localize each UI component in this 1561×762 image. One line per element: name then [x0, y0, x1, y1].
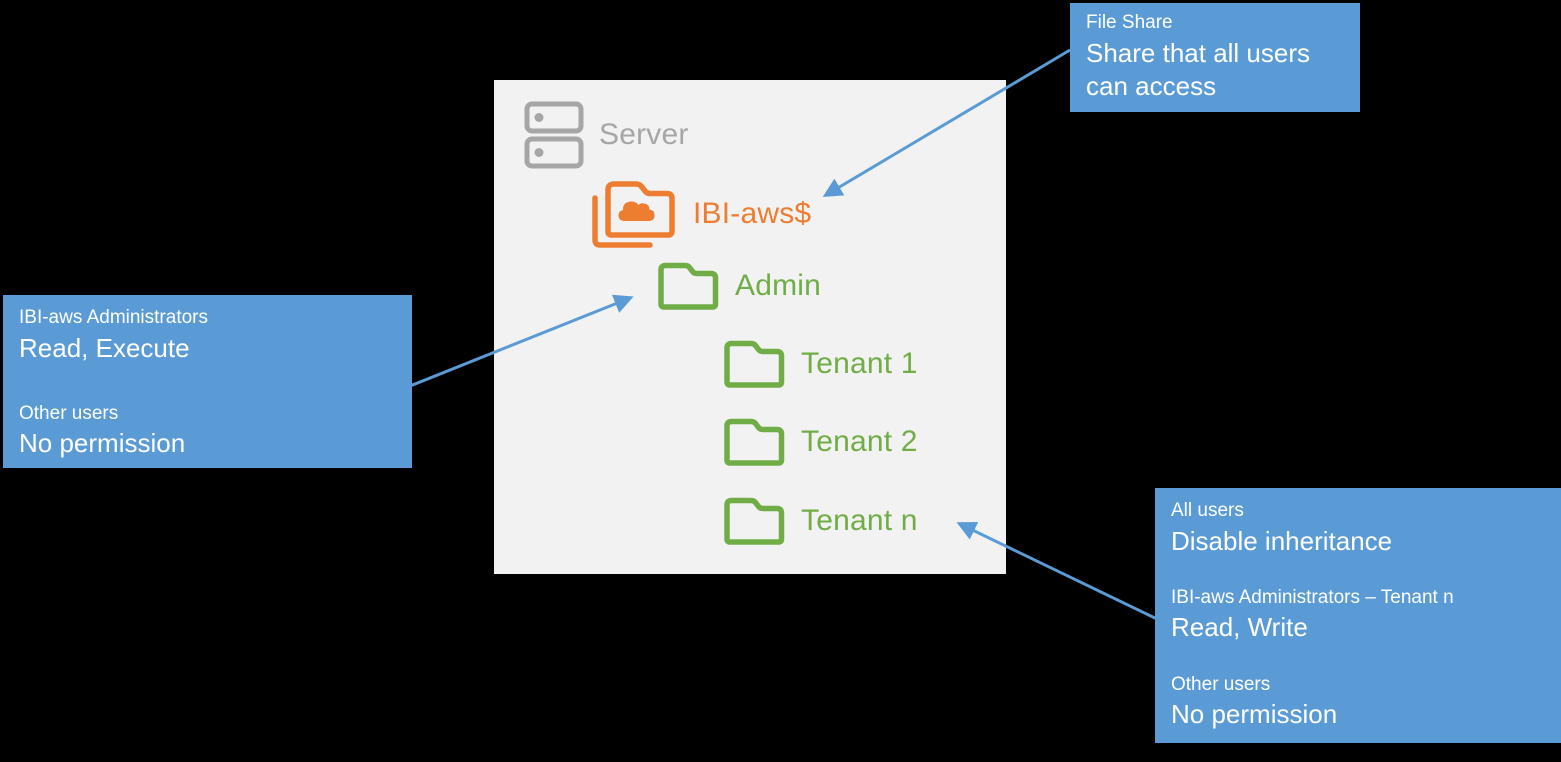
group-name: IBI-aws Administrators – Tenant n [1171, 586, 1454, 608]
group-permission: Read, Execute [19, 332, 190, 363]
permission-group: IBI-aws Administrators Read, Execute [19, 305, 402, 365]
group-permission: Read, Write [1171, 612, 1308, 643]
permission-group: All users Disable inheritance [1171, 498, 1551, 558]
permission-group: Other users No permission [19, 401, 402, 461]
group-name: Other users [19, 402, 119, 424]
tree-item-tenant-1: Tenant 1 [722, 338, 918, 390]
tree-item-ibi-aws-share: IBI-aws$ [588, 176, 811, 252]
folder-icon [658, 262, 719, 310]
group-name: IBI-aws Administrators [19, 307, 208, 328]
tree-item-server: Server [524, 101, 689, 169]
group-permission: No permission [1171, 699, 1338, 730]
callout-admin-permissions: IBI-aws Administrators Read, Execute Oth… [3, 295, 412, 468]
share-label: IBI-aws$ [693, 197, 812, 230]
folder-label: Tenant 2 [801, 425, 918, 458]
server-label: Server [599, 118, 689, 151]
shared-folder-cloud-icon [592, 181, 675, 248]
group-name: Other users [1171, 673, 1271, 695]
callout-title: File Share [1086, 12, 1173, 33]
folder-icon [724, 497, 785, 545]
group-permission: Disable inheritance [1171, 525, 1393, 556]
tree-item-tenant-2: Tenant 2 [722, 416, 918, 468]
folder-icon [724, 418, 785, 466]
tree-item-tenant-n: Tenant n [722, 495, 918, 547]
callout-file-share: File Share Share that all users can acce… [1070, 3, 1360, 112]
permission-group: Other users No permission [1171, 672, 1551, 732]
folder-icon [724, 340, 785, 388]
server-icon [524, 101, 584, 169]
group-permission: No permission [19, 428, 186, 459]
server-panel: Server IBI-aws$ Admin Tenant 1 [494, 80, 1006, 574]
permission-group: IBI-aws Administrators – Tenant n Read, … [1171, 585, 1551, 645]
folder-label: Admin [735, 269, 822, 302]
callout-body: Share that all users can access [1086, 37, 1311, 101]
callout-tenant-n-permissions: All users Disable inheritance IBI-aws Ad… [1155, 488, 1561, 743]
folder-label: Tenant n [801, 504, 918, 537]
group-name: All users [1171, 500, 1244, 521]
folder-label: Tenant 1 [801, 347, 918, 380]
tree-item-admin: Admin [656, 260, 821, 312]
